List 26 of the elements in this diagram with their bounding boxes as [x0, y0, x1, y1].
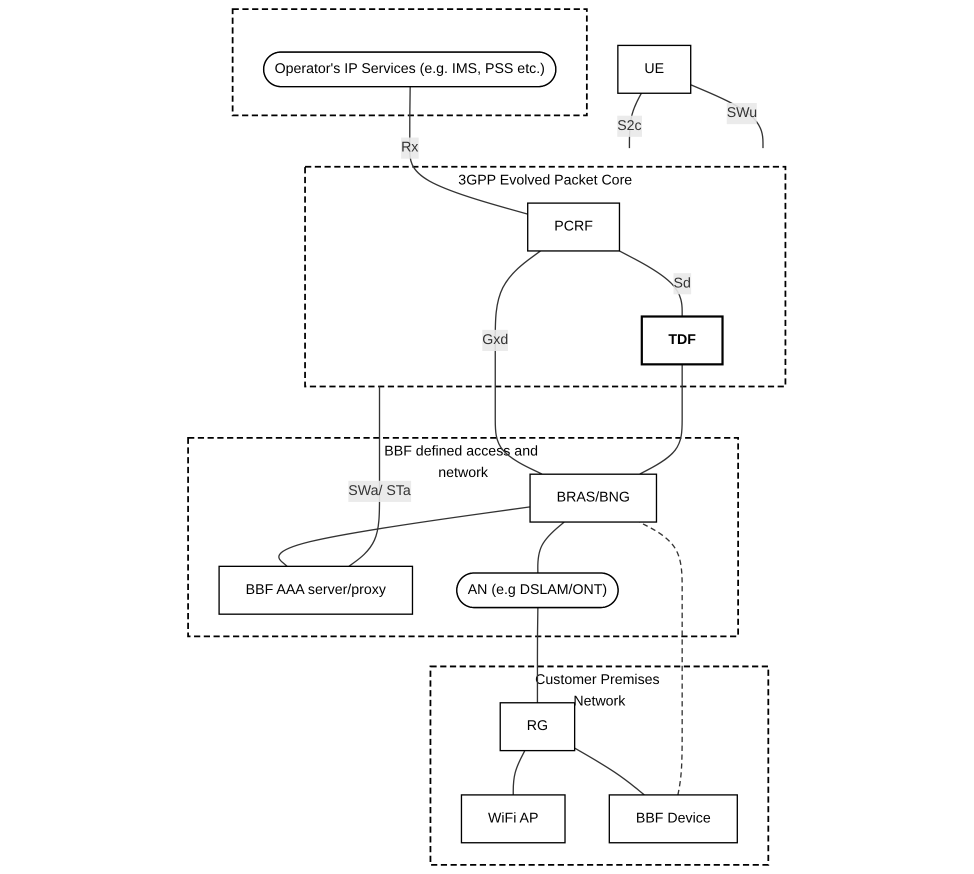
node-box: PCRF [527, 202, 620, 252]
connector [409, 87, 528, 215]
connector [690, 84, 764, 148]
connector [574, 748, 645, 796]
node-box: UE [617, 44, 692, 94]
node-box: BRAS/BNG [530, 474, 658, 523]
connector [278, 506, 530, 567]
connector [619, 250, 684, 316]
node-box: BBF AAA server/proxy [218, 566, 414, 615]
edge-label: SWu [726, 106, 758, 121]
edge-label: Rx [401, 140, 419, 156]
node-box: WiFi AP [461, 794, 566, 844]
edge-label: S2c [617, 118, 642, 134]
cluster [232, 8, 588, 116]
connector [348, 386, 380, 567]
connector [639, 364, 684, 475]
edge-label: Sd [674, 276, 692, 291]
connector [537, 608, 539, 703]
node-box: RG [500, 702, 576, 752]
connector [494, 250, 543, 475]
connector [512, 750, 526, 795]
edge-label: SWa/ STa [348, 483, 411, 498]
connector [537, 522, 565, 574]
edge-label: Gxd [482, 332, 508, 348]
node-box: BBF Device [608, 794, 738, 844]
node-box: TDF [640, 315, 724, 366]
